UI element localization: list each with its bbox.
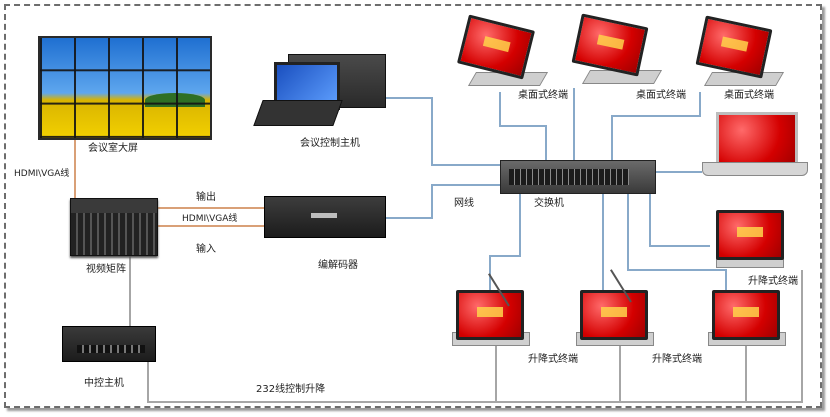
codec-device [264,196,386,238]
laptop-terminal-screen [716,112,798,168]
rs232-label: 232线控制升降 [256,384,326,395]
control-host-label: 会议控制主机 [300,138,360,149]
input-label: 输入 [196,244,216,255]
line-codec-switch [384,184,500,219]
line-switch-lift3 [627,192,727,290]
lift-terminal-right-label: 升降式终端 [748,276,798,287]
video-wall [38,36,212,140]
lift-terminal-right [716,210,784,260]
line-switch-lift-right [649,192,710,247]
control-host-keyboard [253,100,343,126]
codec-label: 编解码器 [318,260,358,271]
video-matrix-label: 视频矩阵 [86,264,126,275]
desktop-terminal-1-label: 桌面式终端 [518,90,568,101]
line-switch-desk1 [499,92,547,160]
laptop-terminal-base [702,162,808,176]
central-control-label: 中控主机 [84,378,124,389]
lift-terminal-1-label: 升降式终端 [528,354,578,365]
line-switch-lift1 [489,192,521,290]
line-host-switch [384,97,500,166]
lift-terminal-3 [712,290,780,340]
diagram-frame [4,4,822,408]
network-switch [500,160,656,194]
network-cable-label: 网线 [454,198,474,209]
video-matrix [70,198,158,256]
switch-label: 交换机 [534,198,564,209]
central-control-unit [62,326,156,362]
desktop-terminal-3-label: 桌面式终端 [724,90,774,101]
wall-tile-grid [40,38,210,138]
output-label: 输出 [196,192,216,203]
video-wall-label: 会议室大屏 [88,143,138,154]
line-rs232-bus [147,270,803,403]
lift-terminal-1 [456,290,524,340]
desktop-terminal-2-label: 桌面式终端 [636,90,686,101]
line-switch-desk3 [611,92,701,160]
lift-terminal-2-label: 升降式终端 [652,354,702,365]
lift-terminal-2 [580,290,648,340]
hdmi-vga-vertical-label: HDMI\VGA线 [14,169,70,179]
hdmi-vga-middle-label: HDMI\VGA线 [182,214,238,224]
